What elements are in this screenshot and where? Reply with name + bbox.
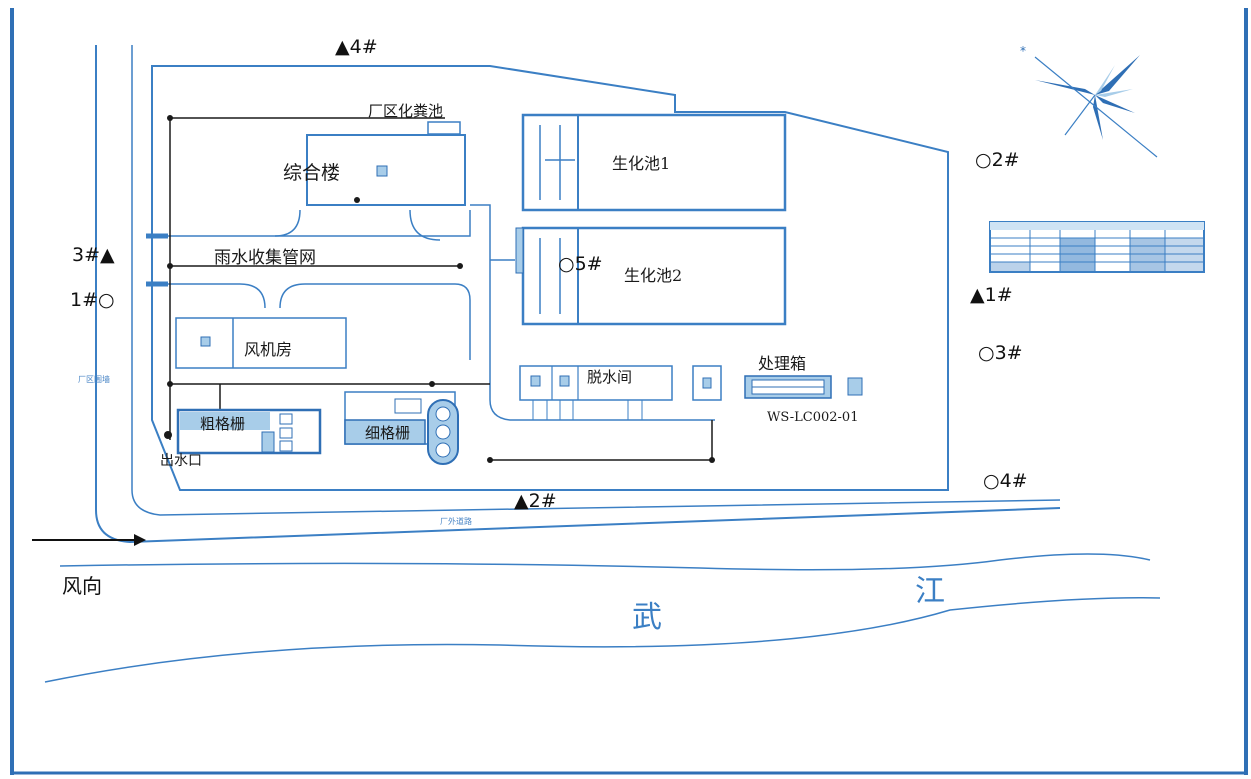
marker-air-2: ○2# [975, 149, 1020, 171]
label-inner-road: 厂区围墙 [78, 375, 110, 384]
marker-noise-3: 3#▲ [72, 244, 115, 266]
office-icon [376, 165, 388, 177]
label-pool-2: 生化池2 [624, 266, 683, 285]
marker-air-4: ○4# [983, 470, 1028, 492]
legend-table [989, 221, 1205, 273]
internal-roads [160, 204, 715, 421]
label-outlet: 出水口 [160, 453, 202, 469]
compass-rose-icon: * [1020, 44, 1158, 158]
treatment-box-shape [744, 375, 863, 399]
septic-tank-shape [427, 121, 461, 135]
label-pool-1: 生化池1 [612, 154, 671, 173]
plant-boundary [151, 65, 949, 491]
label-treatment-box: 处理箱 [758, 354, 807, 373]
west-road [95, 45, 1061, 544]
grille-tank-shape [176, 408, 322, 455]
pool-1-shape [521, 113, 787, 212]
small-unit-shape [692, 365, 722, 401]
label-rain-network: 雨水收集管网 [214, 248, 316, 268]
pipe-nodes [164, 115, 715, 463]
label-office-building: 综合楼 [283, 162, 341, 184]
label-river-char-1: 武 [632, 600, 662, 635]
marker-noise-4: ▲4# [335, 36, 378, 58]
label-grille-tank: 粗格栅 [200, 415, 246, 433]
marker-air-3: ○3# [978, 342, 1023, 364]
label-septic-tank: 厂区化粪池 [368, 102, 444, 120]
label-wind-direction: 风向 [62, 574, 102, 598]
label-dewatering-room: 脱水间 [587, 368, 633, 386]
marker-noise-2: ▲2# [514, 490, 557, 512]
marker-noise-1: ▲1# [970, 284, 1013, 306]
dewatering-room-shape [519, 365, 673, 420]
label-river-char-2: 江 [915, 574, 945, 609]
small-unit-icon [702, 377, 712, 389]
label-blower-room: 风机房 [244, 340, 293, 359]
label-outer-road: 厂外道路 [440, 517, 472, 526]
marker-air-5: ○5# [558, 253, 603, 275]
marker-air-1: 1#○ [70, 289, 115, 311]
label-equipment-model: WS-LC002-01 [767, 410, 859, 425]
svg-text:*: * [1020, 44, 1026, 58]
wind-arrow-icon [32, 534, 146, 546]
blower-room-shape [175, 317, 347, 369]
river-banks [44, 553, 1161, 683]
office-building-shape [306, 134, 466, 206]
pool-2-shape [515, 226, 787, 326]
label-grit-tank: 细格栅 [365, 424, 411, 442]
grit-tank-shape [344, 391, 459, 465]
